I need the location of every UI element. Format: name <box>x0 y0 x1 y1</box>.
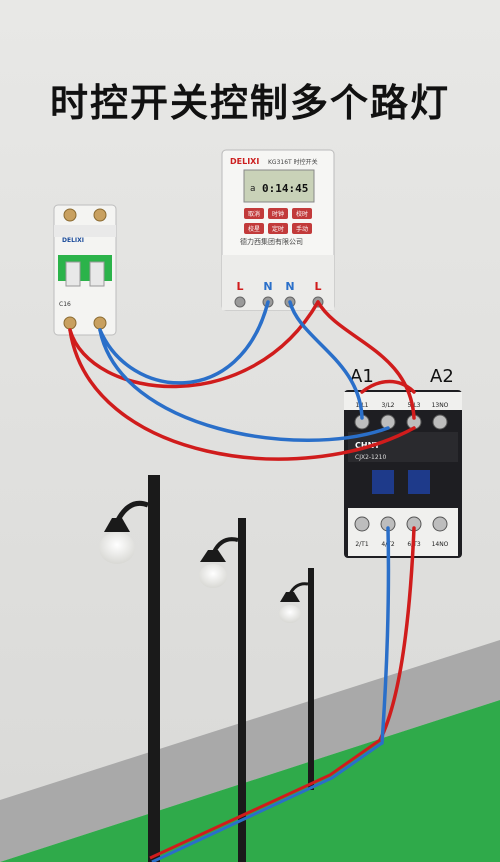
timer-terminal-label: N <box>263 280 272 293</box>
wire-live-out-to-lamps <box>378 526 416 742</box>
contactor-terminal-bottom: 2/T1 <box>354 516 370 548</box>
terminal-label: 14NO <box>432 541 449 548</box>
lamp-bulb-icon <box>199 564 227 588</box>
breaker-bottom-screw-right <box>93 316 107 330</box>
coil-label-a2: A2 <box>430 366 454 387</box>
wire-coil-bridge <box>360 379 416 394</box>
timer-button-label: 手动 <box>296 225 308 233</box>
timer-button[interactable]: 定时 <box>268 223 288 234</box>
breaker-bottom-screw-left <box>63 316 77 330</box>
wire-live-breaker-to-l3 <box>68 328 416 461</box>
timer-brand: DELIXI <box>230 157 259 166</box>
terminal-screw-icon <box>432 414 448 430</box>
street-lamp-3 <box>279 568 314 790</box>
terminal-screw-icon <box>234 296 246 308</box>
timer-button-label: 校星 <box>248 225 260 233</box>
circuit-breaker: DELIXI C16 <box>53 204 117 336</box>
terminal-screw-icon <box>432 516 448 532</box>
timer-button[interactable]: 校星 <box>244 223 264 234</box>
terminal-label: 13NO <box>432 402 449 409</box>
wire-live-breaker-to-timer <box>68 300 320 389</box>
timer-button-label: 取消 <box>248 210 260 218</box>
wire-neutral-breaker-to-timer <box>98 300 270 385</box>
breaker-rating: C16 <box>59 301 71 308</box>
curb <box>0 640 500 862</box>
terminal-label: 3/L2 <box>382 402 395 409</box>
timer-button-label: 时钟 <box>272 210 284 218</box>
coil-label-a1: A1 <box>350 366 374 387</box>
lamp-bulb-icon <box>99 532 135 564</box>
breaker-brand: DELIXI <box>62 237 84 244</box>
ground <box>0 700 500 862</box>
terminal-screw-icon <box>354 516 370 532</box>
wire-group <box>68 300 416 745</box>
page-title: 时控开关控制多个路灯 <box>49 81 450 125</box>
wire-neutral-breaker-to-l2 <box>98 328 390 442</box>
timer-terminal-label: L <box>236 280 243 293</box>
wire-live-timer-to-a2 <box>316 300 416 420</box>
timer-button[interactable]: 取消 <box>244 208 264 219</box>
lamp-bulb-icon <box>279 605 301 623</box>
street-lamp-2 <box>199 518 246 862</box>
contactor-terminal-top: 13NO <box>432 402 449 430</box>
timer-display-prefix: a <box>250 184 255 194</box>
contactor-terminal-bottom: 14NO <box>432 516 449 548</box>
breaker-top-screw-right <box>93 208 107 222</box>
breaker-top-screw-left <box>63 208 77 222</box>
timer-button[interactable]: 时钟 <box>268 208 288 219</box>
ground-cable-live <box>149 738 381 860</box>
timer-terminal-label: N <box>285 280 294 293</box>
ground-cable-neutral <box>151 741 383 862</box>
timer-display <box>243 169 315 203</box>
wire-neutral-out-to-lamps <box>380 526 391 745</box>
timer-button-label: 校时 <box>296 210 308 218</box>
timer-button[interactable]: 校时 <box>292 208 312 219</box>
timer-terminal: L <box>234 280 246 308</box>
timer-button-label: 定时 <box>272 225 284 233</box>
timer-terminal-label: L <box>314 280 321 293</box>
timer-button[interactable]: 手动 <box>292 223 312 234</box>
timer-footer: 德力西集团有限公司 <box>240 237 303 246</box>
timer-display-time: 0:14:45 <box>262 182 308 195</box>
contactor-model: CJX2-1210 <box>355 454 387 461</box>
street-lamp-1 <box>99 475 160 862</box>
terminal-label: 2/T1 <box>355 541 369 548</box>
wire-neutral-timer-to-a1 <box>288 300 364 420</box>
timer-model: KG316T 时控开关 <box>268 158 318 166</box>
